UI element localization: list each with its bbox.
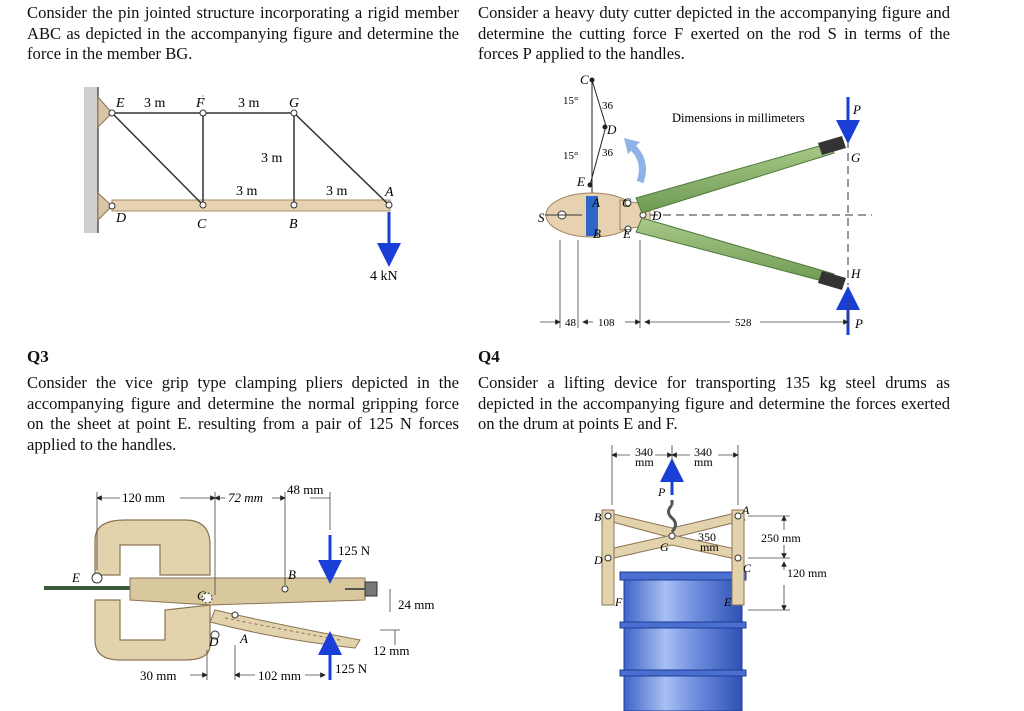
label-a: A [384, 185, 394, 200]
upper-jaw [94, 519, 211, 576]
q2-dims-note: Dimensions in millimeters [672, 111, 805, 125]
q2-label-a: A [591, 195, 600, 210]
blade [586, 196, 598, 236]
label-e: E [115, 96, 125, 111]
q4-heading: Q4 [478, 347, 500, 366]
q2-label-e2: E [622, 226, 631, 241]
lower-jaw [94, 599, 211, 661]
q4-d250: 250 mm [761, 531, 801, 545]
q2-d36a: 36 [602, 100, 614, 112]
q4-d120: 120 mm [787, 566, 827, 580]
dim-fg: 3 m [238, 96, 260, 111]
q3-d30: 30 mm [140, 668, 176, 683]
q4-mm-b: mm [694, 455, 713, 469]
q3-heading: Q3 [27, 347, 49, 366]
rigid-member-abc [111, 199, 391, 212]
q2-label-g: G [851, 150, 861, 165]
upper-handle [129, 577, 366, 606]
q2-label-p-bot: P [854, 316, 863, 331]
load-label: 4 kN [370, 269, 398, 284]
dim-ba: 3 m [326, 184, 348, 199]
lower-handle [635, 217, 835, 284]
q2-ang2: 15° [563, 150, 578, 162]
label-b: B [289, 217, 298, 232]
q3-d12: 12 mm [373, 643, 409, 658]
q2-label-h: H [850, 266, 861, 281]
q2-figure: C 15° 36 15° 36 Dimensions in millimeter… [538, 72, 872, 335]
q4-d340b: 340 [694, 445, 712, 459]
q4-label-e: E [723, 595, 732, 609]
rotation-arrow [627, 142, 646, 184]
label-d: D [115, 211, 126, 226]
q2-label-p-top: P [852, 102, 861, 117]
q4-text: Consider a lifting device for transporti… [478, 373, 950, 433]
q2-label-s: S [538, 210, 545, 225]
q2-label-d-upper: D [606, 122, 617, 137]
q3-label-a: A [239, 631, 248, 646]
q3-d48: 48 mm [287, 482, 323, 497]
q3-d72: 72 mm [228, 490, 263, 505]
q4-label-a: A [741, 503, 750, 517]
q3-label-d: D [208, 634, 219, 649]
dim-cb: 3 m [236, 184, 258, 199]
label-f: F [195, 96, 205, 111]
q4-d350: 350 [698, 530, 716, 544]
dim-vert: 3 m [261, 151, 283, 166]
support-e [97, 95, 113, 129]
q3-text: Consider the vice grip type clamping pli… [27, 373, 459, 454]
wall [84, 87, 98, 233]
q4-d340a: 340 [635, 445, 653, 459]
q4-label-p: P [657, 485, 666, 499]
q4-figure: 340 mm 340 mm 350 mm 250 mm 120 mm P A B… [593, 445, 827, 711]
q3-label-b: B [288, 567, 296, 582]
q4-label-g: G [660, 540, 669, 554]
q4-label-f: F [614, 595, 623, 609]
q2-d36b: 36 [602, 147, 614, 159]
q3-d120: 120 mm [122, 490, 165, 505]
q2-label-d: D [651, 208, 662, 223]
q2-d528: 528 [735, 317, 752, 329]
q3-label-e: E [71, 570, 80, 585]
q4-mm-c: mm [700, 540, 719, 554]
q3-f-bot: 125 N [335, 661, 368, 676]
upper-handle [635, 142, 835, 214]
dim-ef: 3 m [144, 96, 166, 111]
q3-figure: 120 mm 72 mm 48 mm 125 N 24 mm 12 mm 125… [44, 482, 434, 683]
q3-f-top: 125 N [338, 543, 371, 558]
q2-d108: 108 [598, 317, 615, 329]
q3-label-c: C [197, 588, 206, 603]
label-c: C [197, 217, 207, 232]
q3-d102: 102 mm [258, 668, 301, 683]
q4-mm-a: mm [635, 455, 654, 469]
q2-text: Consider a heavy duty cutter depicted in… [478, 3, 950, 63]
q2-label-b: B [593, 226, 601, 241]
q2-label-c2: C [622, 195, 631, 210]
support-d [97, 191, 113, 222]
drum [623, 571, 743, 711]
q4-label-c: C [743, 561, 752, 575]
q1-text: Consider the pin jointed structure incor… [27, 3, 459, 63]
label-g: G [289, 96, 299, 111]
q4-label-d: D [593, 553, 603, 567]
q2-label-e: E [576, 174, 585, 189]
q3-d24: 24 mm [398, 597, 434, 612]
q2-d48: 48 [565, 317, 577, 329]
q2-ang1: 15° [563, 95, 578, 107]
q1-figure: E F G D C B A 3 m 3 m 3 m 3 m 3 m 4 kN [84, 87, 401, 284]
q2-label-c: C [580, 72, 589, 87]
q4-label-b: B [594, 510, 602, 524]
